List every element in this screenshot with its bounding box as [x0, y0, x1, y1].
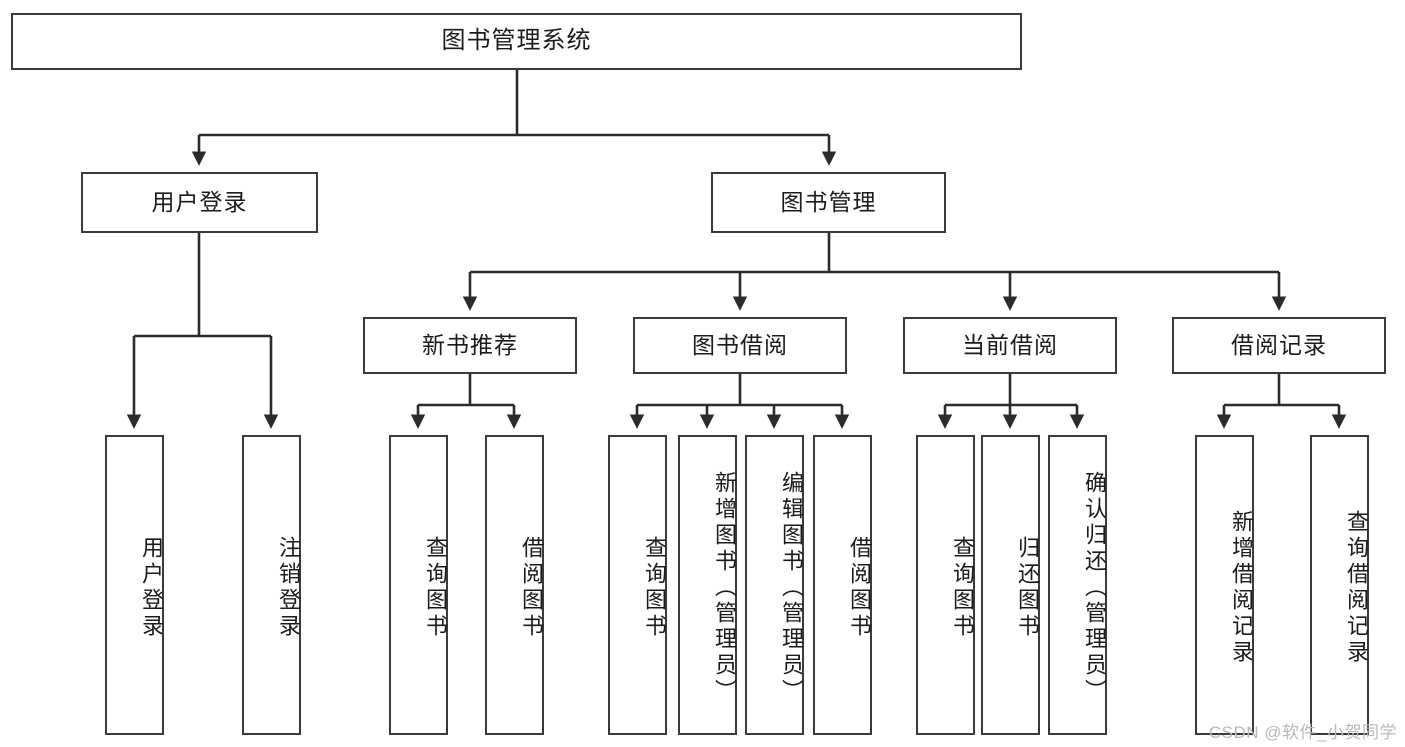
node-leaf-query-book-rec-label: 查询图书 — [423, 536, 448, 640]
node-leaf-user-login-label: 用户登录 — [139, 536, 164, 640]
node-new-book-rec-label: 新书推荐 — [422, 331, 518, 358]
node-user-login-label: 用户登录 — [151, 188, 248, 215]
node-leaf-user-login[interactable]: 用户登录 — [105, 435, 164, 735]
node-root-label: 图书管理系统 — [441, 27, 592, 55]
node-current-borrow-label: 当前借阅 — [962, 331, 1058, 358]
node-user-login[interactable]: 用户登录 — [81, 172, 318, 233]
node-leaf-add-book-label: 新增图书（管理员） — [712, 471, 737, 705]
node-leaf-edit-book[interactable]: 编辑图书（管理员） — [745, 435, 804, 735]
node-new-book-rec[interactable]: 新书推荐 — [363, 317, 577, 374]
watermark: CSDN @软件_小贺同学 — [1208, 723, 1397, 742]
node-borrow-record[interactable]: 借阅记录 — [1172, 317, 1386, 374]
node-leaf-borrow-book-rec-label: 借阅图书 — [519, 536, 544, 640]
node-leaf-query-record[interactable]: 查询借阅记录 — [1310, 435, 1369, 735]
node-leaf-query-book-rec[interactable]: 查询图书 — [389, 435, 448, 735]
node-book-borrow-label: 图书借阅 — [692, 331, 788, 358]
node-leaf-confirm-return-label: 确认归还（管理员） — [1082, 471, 1107, 705]
node-leaf-query-book-bor[interactable]: 查询图书 — [608, 435, 667, 735]
node-root-system[interactable]: 图书管理系统 — [11, 13, 1022, 70]
node-leaf-query-book-cur-label: 查询图书 — [950, 536, 975, 640]
node-leaf-add-book[interactable]: 新增图书（管理员） — [678, 435, 737, 735]
node-leaf-return-book[interactable]: 归还图书 — [981, 435, 1040, 735]
node-book-borrow[interactable]: 图书借阅 — [633, 317, 847, 374]
node-book-manage[interactable]: 图书管理 — [711, 172, 946, 233]
node-leaf-add-record[interactable]: 新增借阅记录 — [1195, 435, 1254, 735]
node-leaf-query-record-label: 查询借阅记录 — [1344, 510, 1369, 666]
node-leaf-logout[interactable]: 注销登录 — [242, 435, 301, 735]
node-leaf-borrow-book-bor[interactable]: 借阅图书 — [813, 435, 872, 735]
node-leaf-edit-book-label: 编辑图书（管理员） — [779, 471, 804, 705]
node-leaf-return-book-label: 归还图书 — [1015, 536, 1040, 640]
node-current-borrow[interactable]: 当前借阅 — [903, 317, 1117, 374]
node-leaf-confirm-return[interactable]: 确认归还（管理员） — [1048, 435, 1107, 735]
node-leaf-query-book-cur[interactable]: 查询图书 — [916, 435, 975, 735]
node-leaf-query-book-bor-label: 查询图书 — [642, 536, 667, 640]
node-leaf-borrow-book-bor-label: 借阅图书 — [847, 536, 872, 640]
node-book-manage-label: 图书管理 — [780, 188, 877, 215]
node-leaf-logout-label: 注销登录 — [276, 536, 301, 640]
node-leaf-add-record-label: 新增借阅记录 — [1229, 510, 1254, 666]
node-leaf-borrow-book-rec[interactable]: 借阅图书 — [485, 435, 544, 735]
node-borrow-record-label: 借阅记录 — [1231, 331, 1327, 358]
